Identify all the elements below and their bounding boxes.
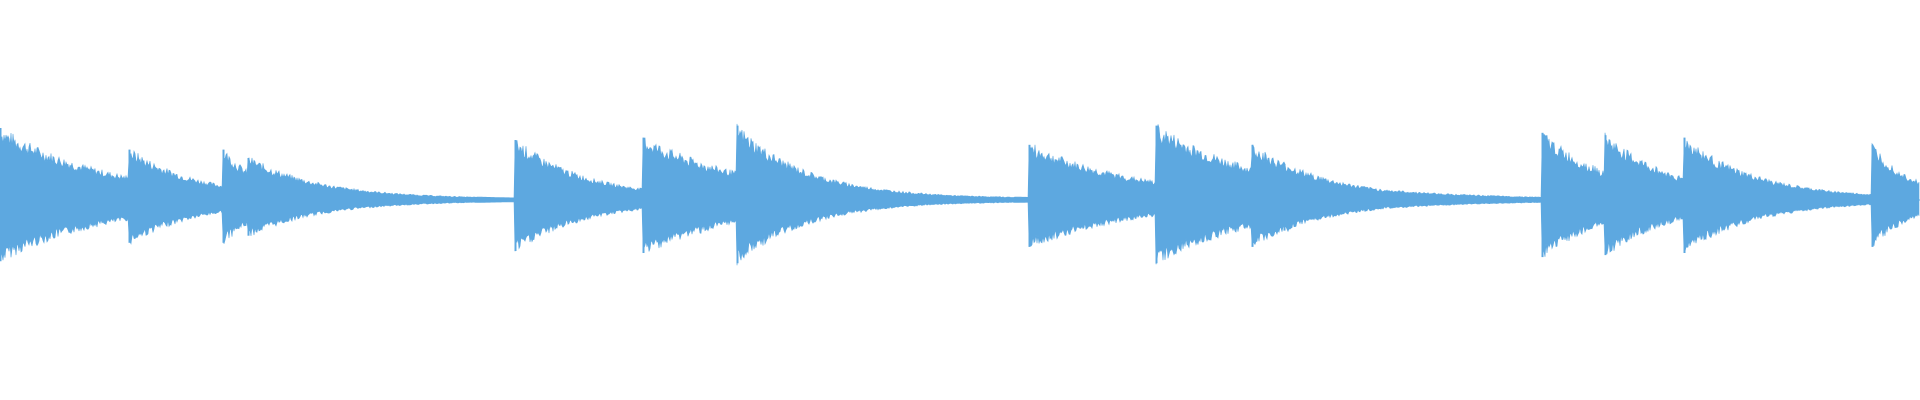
waveform-envelope: [0, 123, 1920, 266]
